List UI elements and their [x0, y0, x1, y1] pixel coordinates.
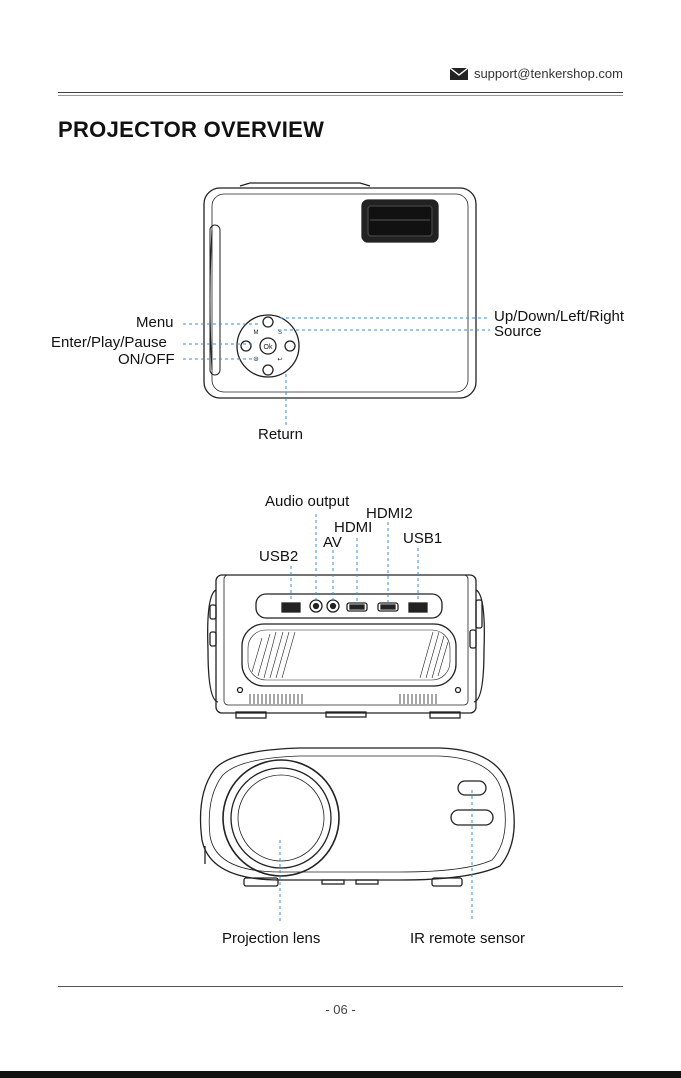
svg-text:M: M [254, 330, 259, 336]
rear-view-illustration [208, 575, 485, 718]
label-menu: Menu [136, 314, 174, 331]
label-return: Return [258, 426, 303, 443]
label-usb2: USB2 [259, 548, 298, 565]
bottom-edge-bar [0, 1071, 681, 1078]
top-view-illustration: Ok M S ⏻ ↩ [204, 183, 476, 398]
svg-text:↩: ↩ [277, 357, 282, 363]
label-on-off: ON/OFF [118, 351, 175, 368]
front-view-illustration [201, 748, 515, 886]
svg-text:S: S [278, 330, 282, 336]
label-projection-lens: Projection lens [222, 930, 320, 947]
keypad-ok-label: Ok [264, 344, 273, 351]
label-hdmi2: HDMI2 [366, 505, 413, 522]
page-number: - 06 - [0, 1002, 681, 1017]
label-source: Source [494, 323, 542, 340]
label-usb1: USB1 [403, 530, 442, 547]
front-view-callouts [280, 790, 472, 922]
label-enter-play-pause: Enter/Play/Pause [51, 334, 167, 351]
footer-rule [58, 986, 623, 987]
top-view-callouts [183, 318, 490, 428]
label-ir-remote-sensor: IR remote sensor [410, 930, 525, 947]
label-av: AV [323, 534, 342, 551]
label-audio-output: Audio output [265, 493, 349, 510]
